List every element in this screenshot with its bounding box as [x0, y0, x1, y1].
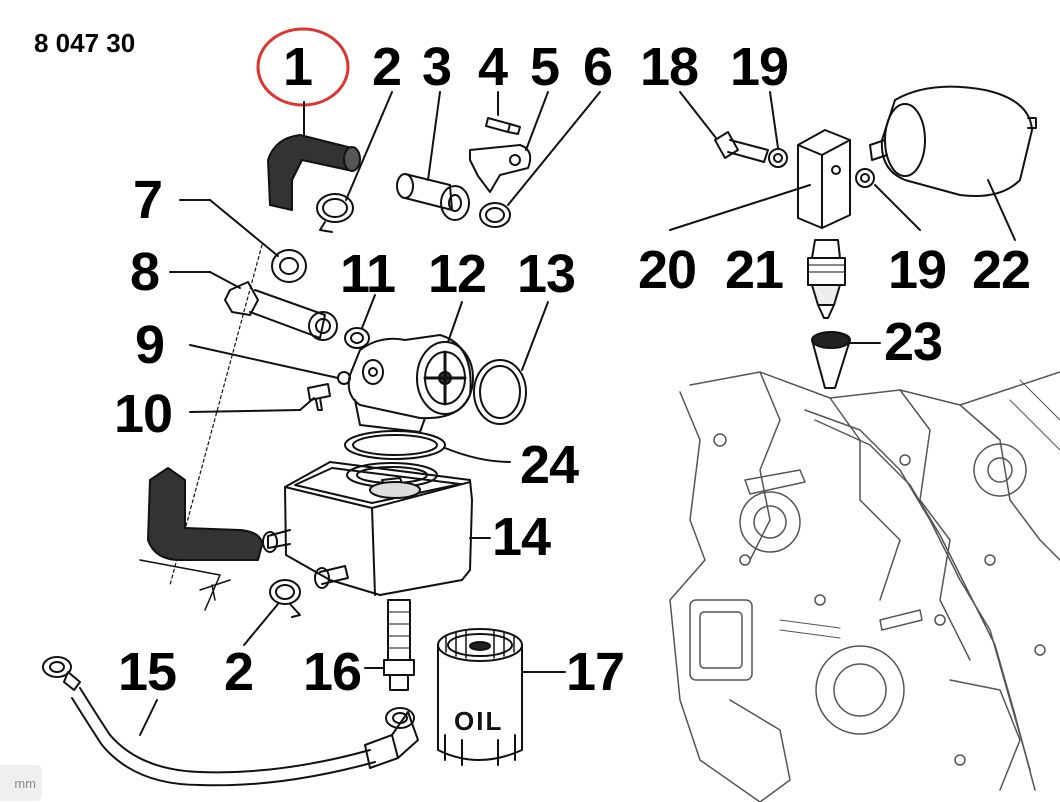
oil-filter-label: OIL — [454, 706, 504, 736]
part-label-10[interactable]: 10 — [114, 384, 173, 444]
part-label-2-b[interactable]: 2 — [224, 642, 254, 702]
hose-1 — [267, 134, 353, 211]
part-label-19[interactable]: 19 — [730, 37, 789, 97]
part-label-1[interactable]: 1 — [283, 37, 313, 97]
part-label-5[interactable]: 5 — [530, 37, 560, 97]
part-label-13[interactable]: 13 — [517, 244, 576, 304]
part-label-16[interactable]: 16 — [303, 642, 362, 702]
part-label-6[interactable]: 6 — [583, 37, 613, 97]
part-label-3[interactable]: 3 — [422, 37, 452, 97]
part-label-12[interactable]: 12 — [428, 244, 487, 304]
part-label-21[interactable]: 21 — [725, 240, 784, 300]
engine-block-illustration — [669, 371, 1060, 802]
part-label-2[interactable]: 2 — [372, 37, 402, 97]
part-label-14[interactable]: 14 — [492, 507, 551, 567]
part-label-20[interactable]: 20 — [638, 240, 697, 300]
part-label-8[interactable]: 8 — [130, 242, 160, 302]
part-label-7[interactable]: 7 — [133, 170, 163, 230]
part-label-18[interactable]: 18 — [640, 37, 699, 97]
units-badge[interactable]: mm — [0, 765, 42, 801]
part-label-22[interactable]: 22 — [972, 240, 1031, 300]
page-code: 8 047 30 — [34, 28, 136, 58]
part-label-11[interactable]: 11 — [340, 244, 396, 304]
part-label-4[interactable]: 4 — [478, 37, 508, 97]
part-label-24[interactable]: 24 — [520, 435, 579, 495]
part-label-17[interactable]: 17 — [566, 642, 625, 702]
part-label-15[interactable]: 15 — [118, 642, 177, 702]
part-label-9[interactable]: 9 — [135, 315, 165, 375]
part-label-19-b[interactable]: 19 — [888, 240, 947, 300]
part-label-23[interactable]: 23 — [884, 312, 943, 372]
